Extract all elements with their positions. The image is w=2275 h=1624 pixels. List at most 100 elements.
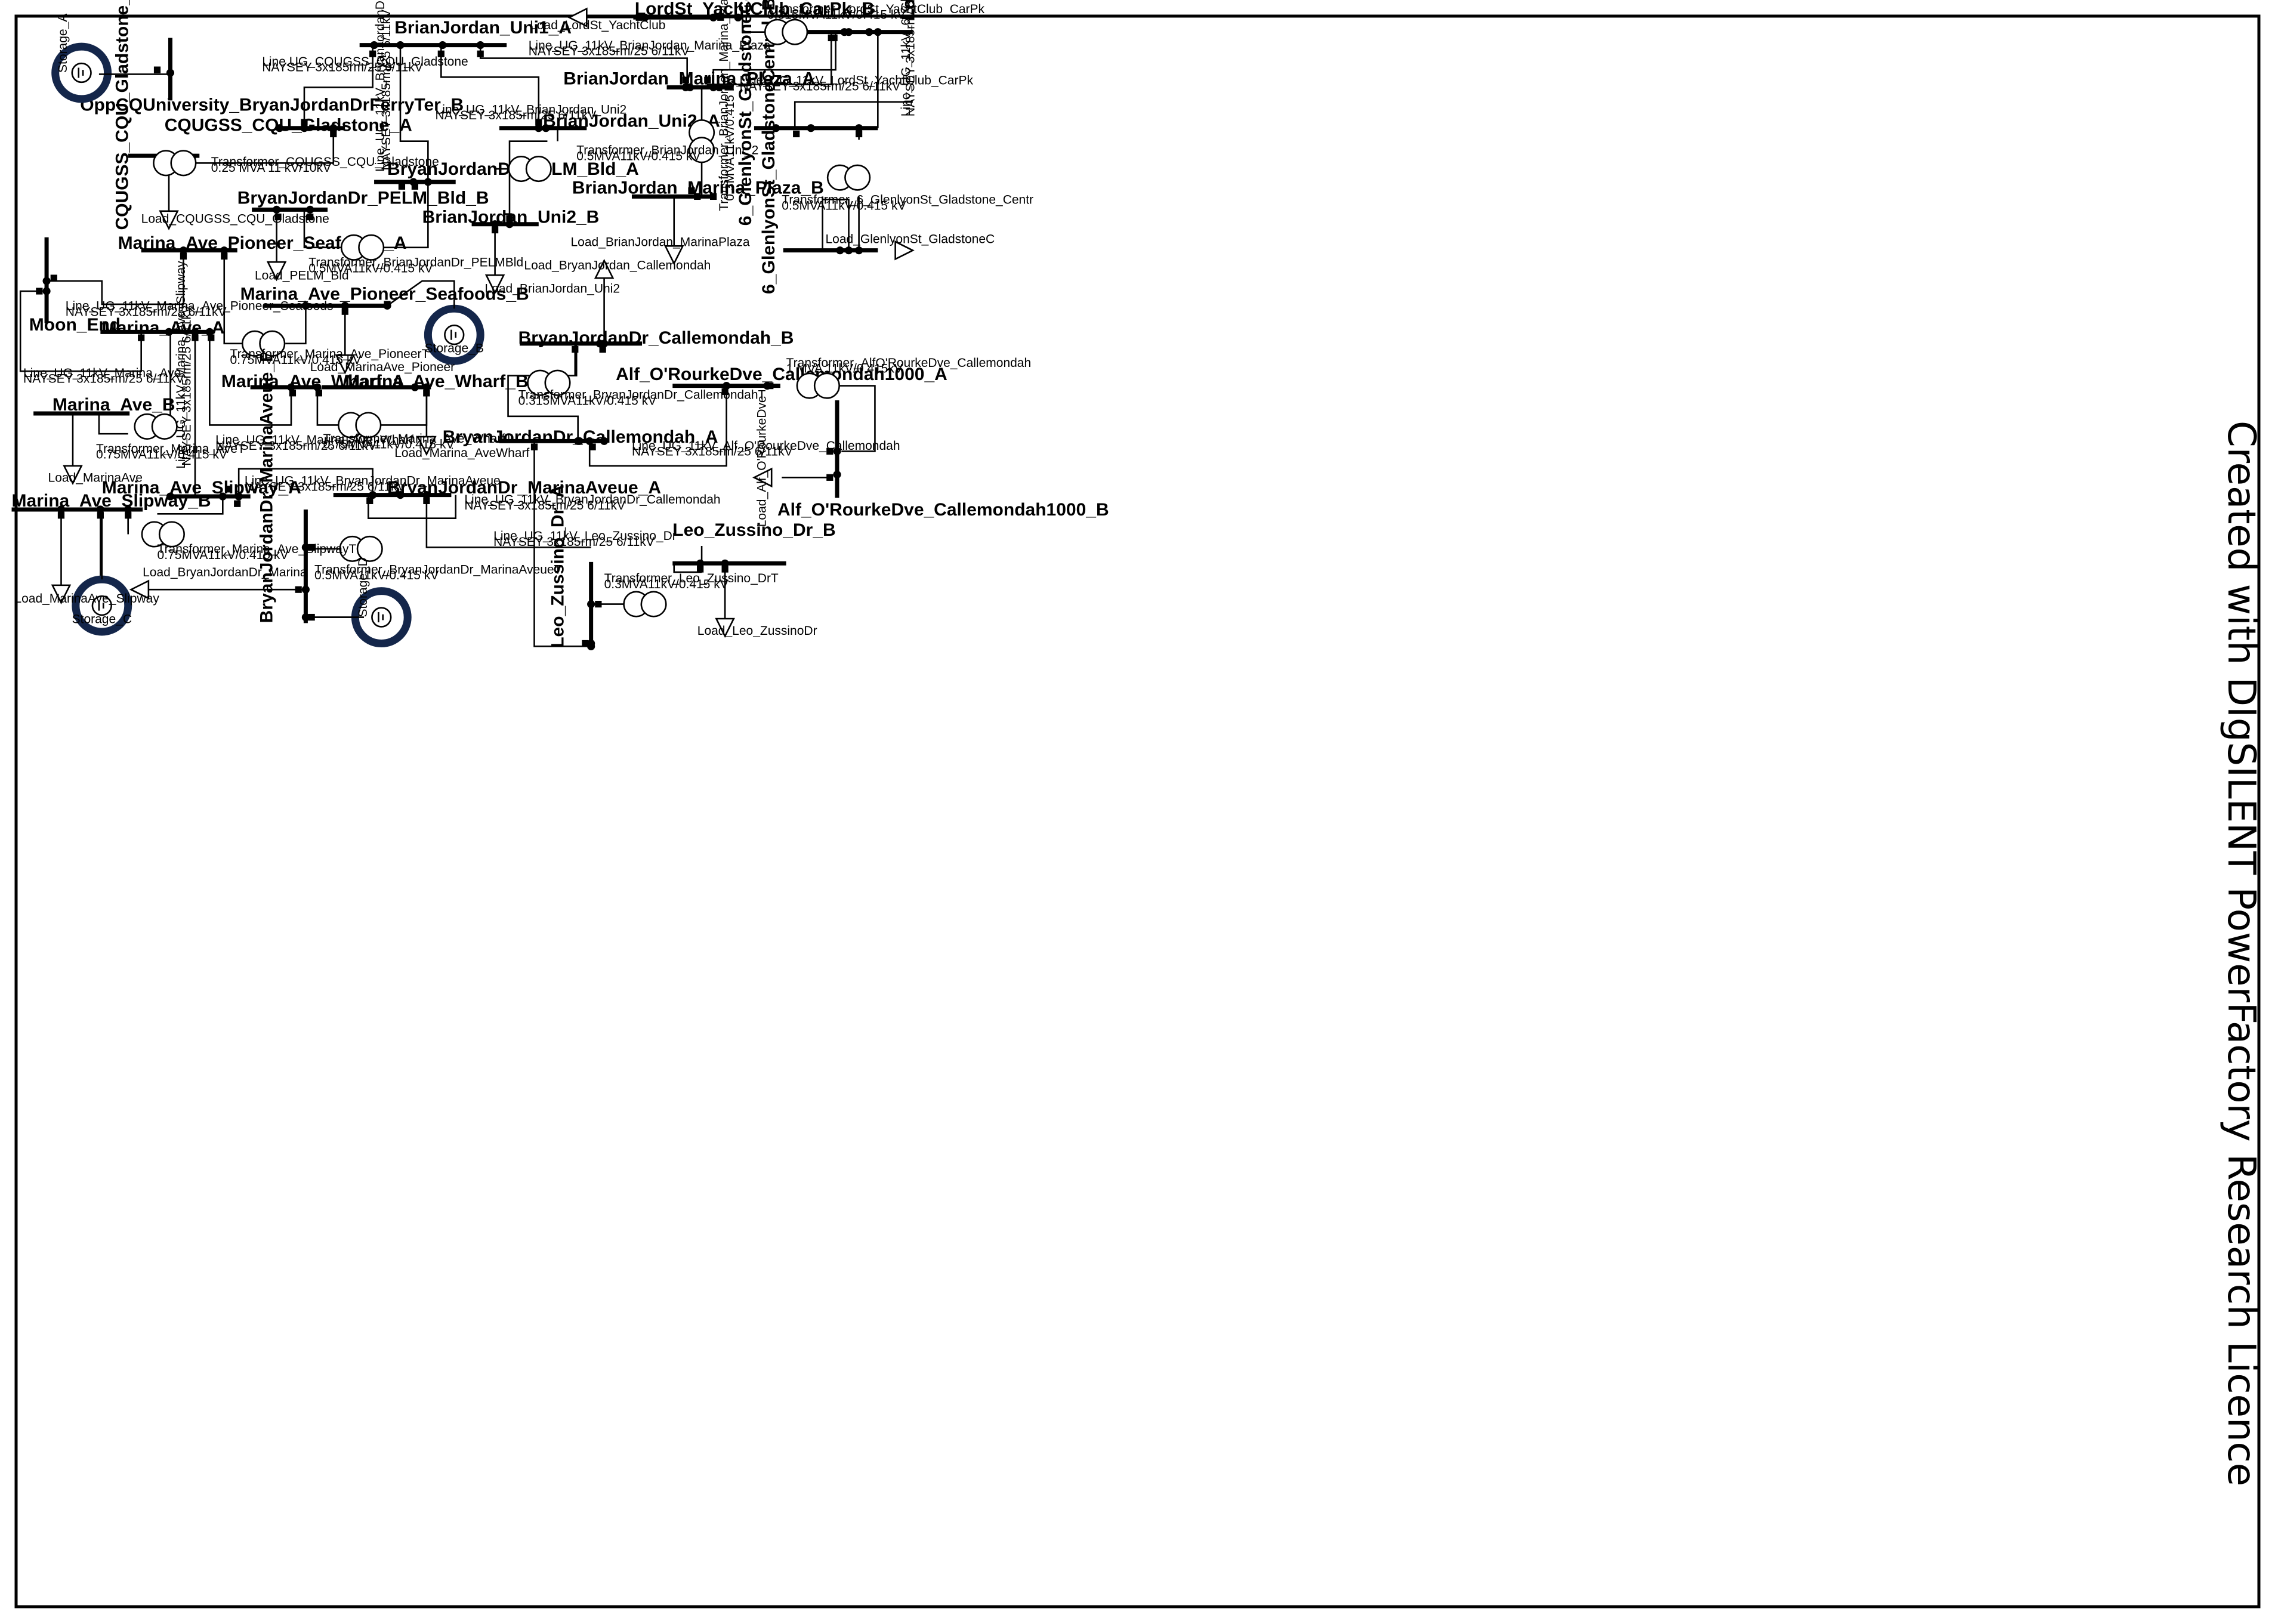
breaker-square[interactable] xyxy=(423,390,430,397)
breaker-square[interactable] xyxy=(192,334,199,341)
load-arrow[interactable] xyxy=(63,465,83,485)
breaker-square[interactable] xyxy=(208,334,215,341)
breaker-square[interactable] xyxy=(694,193,701,200)
breaker-square[interactable] xyxy=(582,640,589,647)
load-arrow[interactable] xyxy=(567,7,588,28)
breaker-square[interactable] xyxy=(721,566,729,573)
breaker-square[interactable] xyxy=(709,193,717,200)
breaker-square[interactable] xyxy=(704,76,711,84)
node-dot xyxy=(709,13,718,21)
connection-wire xyxy=(98,413,128,435)
breaker-square[interactable] xyxy=(97,512,104,519)
breaker-square[interactable] xyxy=(530,443,538,450)
transformer-winding[interactable] xyxy=(844,164,871,191)
breaker-square[interactable] xyxy=(572,345,579,353)
line-label: Line_UG_11kV_Alf_O'RourkeDve_Callemondah xyxy=(632,439,900,453)
transformer-winding[interactable] xyxy=(259,330,286,357)
breaker-square[interactable] xyxy=(289,390,297,397)
breaker-square[interactable] xyxy=(234,500,241,507)
breaker-square[interactable] xyxy=(50,274,57,282)
breaker-square[interactable] xyxy=(477,50,484,57)
transformer-winding[interactable] xyxy=(151,413,178,440)
breaker-square[interactable] xyxy=(767,382,774,390)
load-arrow[interactable] xyxy=(416,436,437,456)
transformer-winding[interactable] xyxy=(782,18,808,45)
connection-wire xyxy=(157,496,224,515)
load-arrow[interactable] xyxy=(752,467,773,488)
transformer-winding[interactable] xyxy=(689,137,715,163)
bus-label: CQUGSS_CQU_Gladstone_B xyxy=(113,0,132,230)
breaker-square[interactable] xyxy=(491,226,499,234)
breaker-square[interactable] xyxy=(138,334,145,341)
trafo-label: Transformer_CQUGSS_CQU_Gladstone xyxy=(211,155,439,169)
transformer-winding[interactable] xyxy=(358,234,385,261)
breaker-square[interactable] xyxy=(274,213,282,221)
breaker-square[interactable] xyxy=(717,14,724,21)
load-arrow[interactable] xyxy=(335,354,356,375)
breaker-square[interactable] xyxy=(57,512,65,519)
node-dot xyxy=(396,491,405,499)
load-arrow[interactable] xyxy=(51,584,72,605)
breaker-square[interactable] xyxy=(369,50,376,57)
load-label: Load_BryanJordan_Callemondah xyxy=(524,258,711,272)
load-arrow[interactable] xyxy=(266,261,287,282)
breaker-square[interactable] xyxy=(295,586,302,593)
watermark-text: Created with DIgSILENT PowerFactory Rese… xyxy=(2219,421,2263,1486)
transformer-winding[interactable] xyxy=(158,521,185,548)
breaker-square[interactable] xyxy=(341,308,348,315)
breaker-square[interactable] xyxy=(506,215,513,222)
load-label: Load_BrianJordan_Uni2 xyxy=(485,282,621,295)
transformer-winding[interactable] xyxy=(525,156,552,183)
breaker-square[interactable] xyxy=(315,390,322,397)
load-arrow[interactable] xyxy=(715,618,735,638)
breaker-square[interactable] xyxy=(682,76,689,84)
breaker-square[interactable] xyxy=(153,66,161,73)
breaker-square[interactable] xyxy=(826,474,834,481)
breaker-square[interactable] xyxy=(366,497,373,504)
breaker-square[interactable] xyxy=(36,288,43,295)
transformer-winding[interactable] xyxy=(544,369,571,396)
breaker-square[interactable] xyxy=(793,130,800,138)
breaker-square[interactable] xyxy=(589,443,596,450)
breaker-square[interactable] xyxy=(307,213,314,221)
transformer-winding[interactable] xyxy=(813,372,840,399)
load-arrow[interactable] xyxy=(159,210,179,230)
node-dot xyxy=(722,382,731,390)
breaker-square[interactable] xyxy=(635,14,643,21)
breaker-square[interactable] xyxy=(831,34,838,42)
breaker-square[interactable] xyxy=(330,130,337,138)
breaker-square[interactable] xyxy=(221,252,228,260)
breaker-square[interactable] xyxy=(308,544,315,551)
breaker-square[interactable] xyxy=(688,187,695,194)
breaker-square[interactable] xyxy=(411,183,419,190)
transformer-winding[interactable] xyxy=(355,412,382,439)
load-arrow[interactable] xyxy=(129,579,150,600)
breaker-square[interactable] xyxy=(301,119,308,126)
node-dot xyxy=(205,328,214,336)
breaker-square[interactable] xyxy=(855,130,863,138)
load-arrow[interactable] xyxy=(484,274,505,295)
breaker-square[interactable] xyxy=(398,183,406,190)
breaker-square[interactable] xyxy=(697,566,704,573)
node-dot xyxy=(855,124,863,132)
breaker-square[interactable] xyxy=(384,301,391,308)
breaker-square[interactable] xyxy=(595,600,602,608)
trafo-label: Transformer_Marina_Ave_PioneerT xyxy=(230,347,430,361)
breaker-square[interactable] xyxy=(125,512,132,519)
transformer-winding[interactable] xyxy=(640,591,667,618)
transformer-winding[interactable] xyxy=(170,150,197,177)
load-arrow[interactable] xyxy=(894,240,915,261)
breaker-square[interactable] xyxy=(599,345,606,353)
node-dot xyxy=(836,246,844,255)
breaker-square[interactable] xyxy=(437,50,444,57)
breaker-square[interactable] xyxy=(535,119,542,126)
breaker-square[interactable] xyxy=(423,497,430,504)
node-dot xyxy=(686,83,694,91)
breaker-square[interactable] xyxy=(225,486,232,493)
breaker-square[interactable] xyxy=(721,388,729,395)
breaker-square[interactable] xyxy=(180,252,187,260)
breaker-square[interactable] xyxy=(826,447,834,455)
transformer-winding[interactable] xyxy=(356,535,383,562)
load-arrow[interactable] xyxy=(594,258,615,279)
load-arrow[interactable] xyxy=(663,245,684,265)
